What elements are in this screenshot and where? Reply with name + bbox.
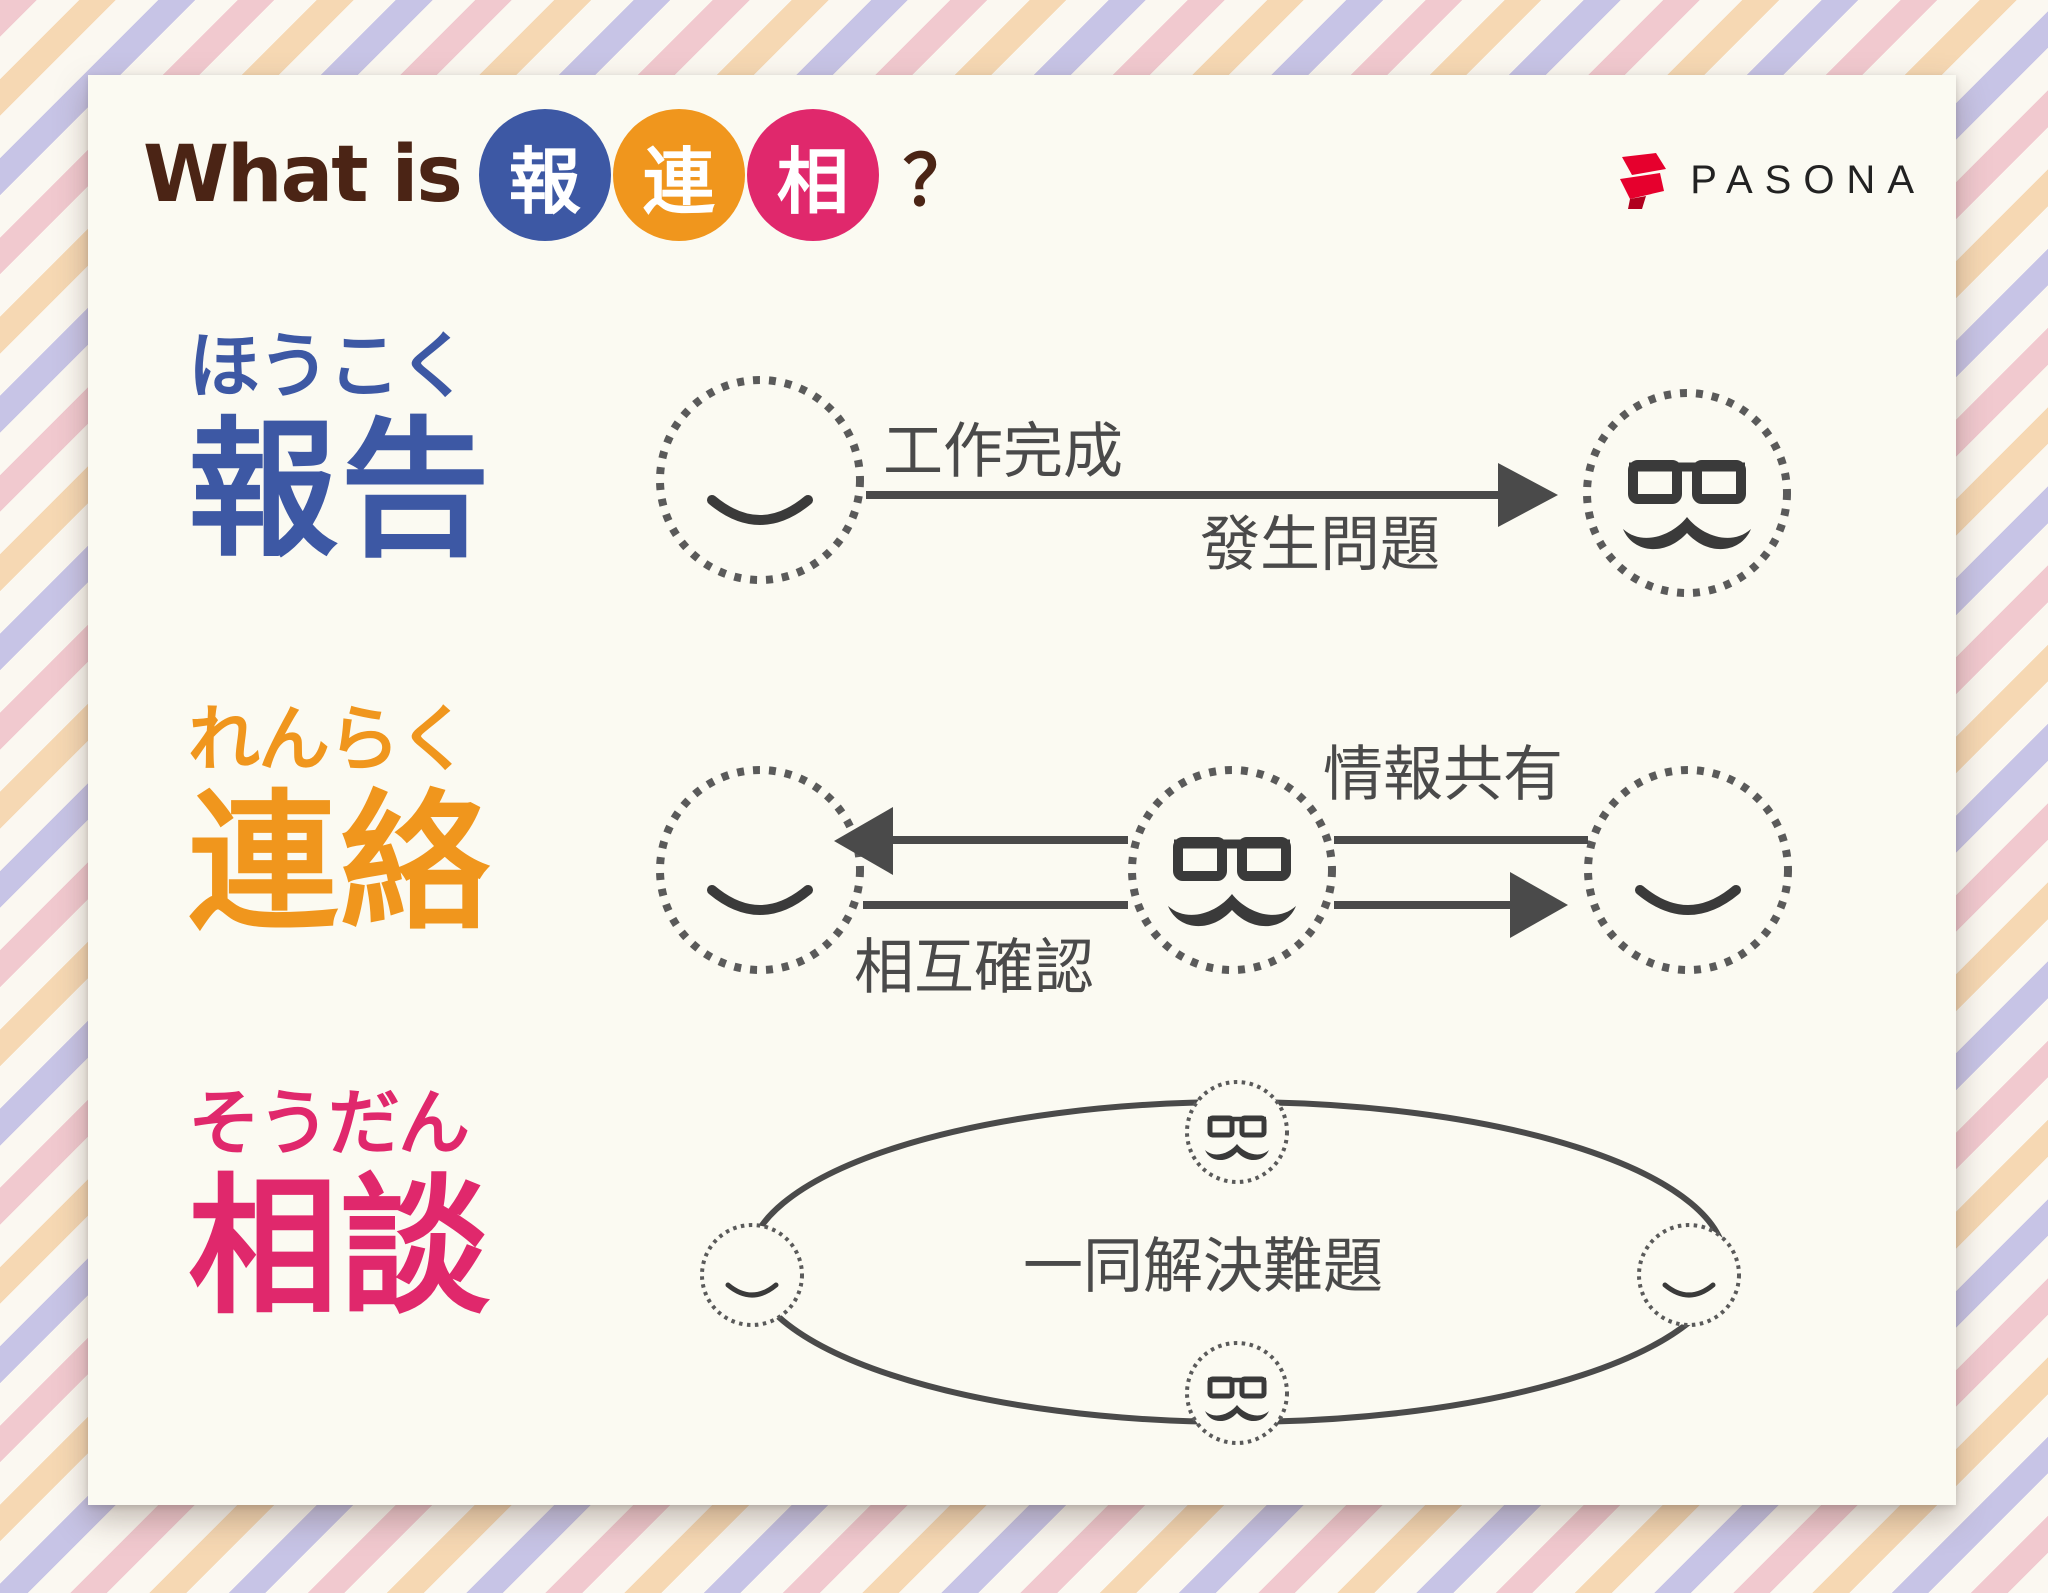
- soudan-kana: そうだん: [188, 1081, 470, 1165]
- renraku-top-label: 情報共有: [1323, 740, 1563, 810]
- title-char-ren: 連: [612, 109, 745, 241]
- houkoku-kana: ほうこく: [188, 324, 470, 408]
- renraku-boss-face: [1132, 770, 1332, 970]
- houkoku-boss-face: [1587, 393, 1787, 593]
- soudan-center-label: 一同解決難題: [1023, 1232, 1383, 1302]
- renraku-left-smile-face: [660, 770, 860, 970]
- pasona-logo-text: PASONA: [1690, 157, 1926, 202]
- pasona-logo: PASONA: [1616, 145, 1926, 215]
- renraku-term: れんらく 連絡: [188, 703, 548, 939]
- renraku-kana: れんらく: [188, 697, 470, 781]
- title-prefix: What is: [143, 130, 463, 220]
- renraku-right-smile-face: [1588, 770, 1788, 970]
- soudan-top-boss-face: [1187, 1082, 1287, 1182]
- houkoku-top-label: 工作完成: [883, 417, 1123, 487]
- soudan-right-smile-face: [1639, 1225, 1739, 1325]
- soudan-kanji: 相談: [188, 1161, 493, 1335]
- card: What is 報 連 相 ？ PASONA ほうこく 報告 れんらく 連絡 そ…: [88, 75, 1956, 1505]
- renraku-bottom-label: 相互確認: [854, 933, 1094, 1003]
- soudan-bottom-boss-face: [1187, 1343, 1287, 1443]
- title-question-mark: ？: [902, 139, 973, 222]
- title-char-hou: 報: [478, 109, 611, 241]
- soudan-left-smile-face: [702, 1225, 802, 1325]
- renraku-right-arrow-head: [1510, 872, 1568, 938]
- soudan-term: そうだん 相談: [188, 1087, 548, 1323]
- diagram: [88, 75, 1956, 1505]
- houkoku-bottom-label: 發生問題: [1200, 510, 1440, 580]
- title-char-sou: 相: [746, 109, 879, 241]
- renraku-kanji: 連絡: [188, 777, 493, 951]
- renraku-left-arrow-head: [834, 807, 893, 875]
- houkoku-term: ほうこく 報告: [188, 330, 548, 566]
- pasona-logo-icon: [1620, 153, 1667, 209]
- title: What is 報 連 相 ？: [143, 105, 973, 245]
- houkoku-kanji: 報告: [188, 404, 493, 578]
- houkoku-smile-face: [660, 380, 860, 580]
- houkoku-arrow-head: [1498, 463, 1558, 527]
